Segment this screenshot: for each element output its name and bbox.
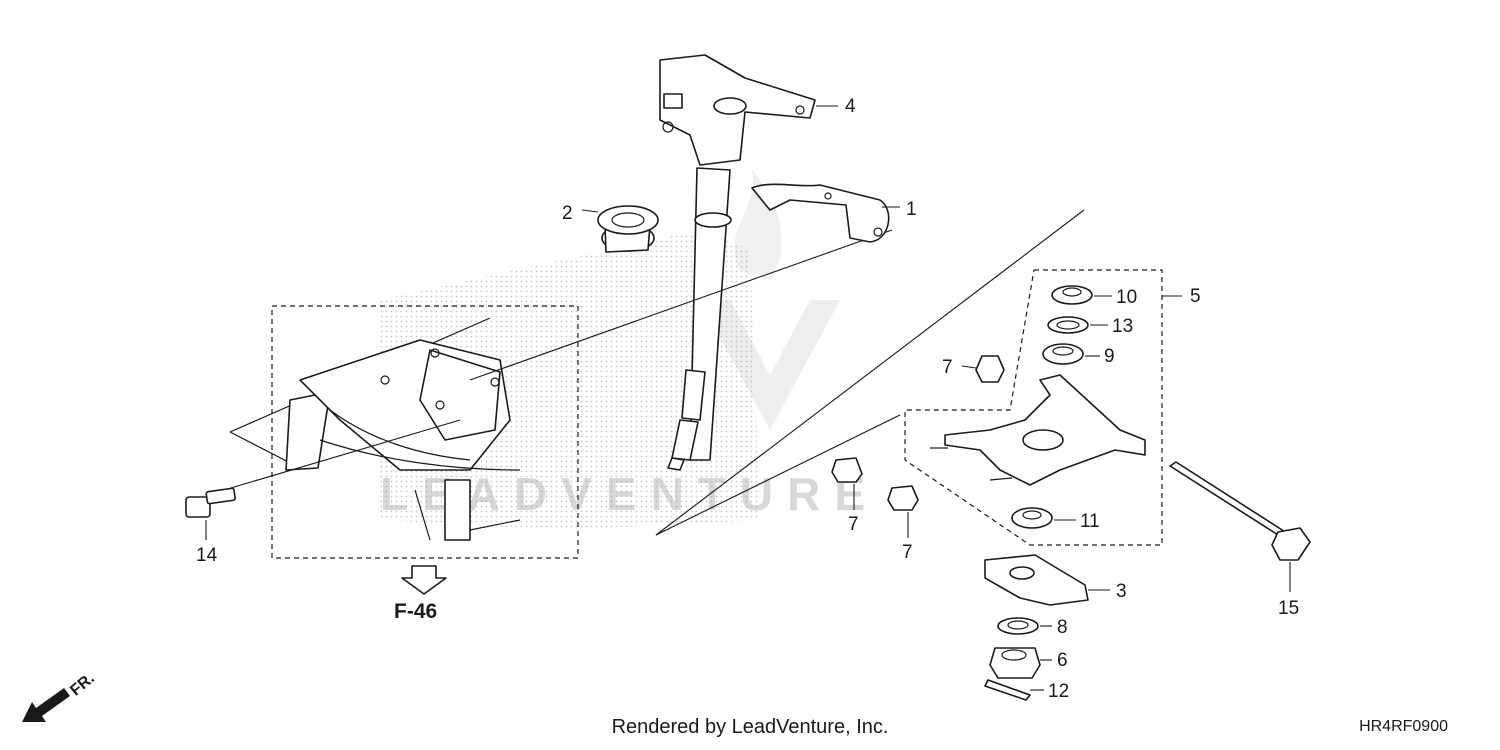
part-2-seal [597,205,659,253]
callout-9: 9 [1104,346,1115,367]
callout-6: 6 [1057,650,1068,671]
callout-5: 5 [1190,286,1201,307]
reference-label-f46[interactable]: F-46 [394,600,438,623]
part-11-seal [1011,507,1053,529]
part-7-nut-mid [831,457,863,510]
part-9-bearing [1042,343,1084,365]
part-15-long-bolt [1169,461,1311,592]
callout-7b: 7 [848,514,859,535]
part-4-steering-shaft [469,54,893,471]
callout-7c: 7 [902,542,913,563]
callout-2: 2 [562,203,573,224]
callout-12: 12 [1048,681,1069,702]
part-14-bolt [185,419,461,540]
part-7-nut-top [975,355,1005,383]
part-13-washer [1047,316,1089,334]
front-arrow-icon [22,688,70,722]
callout-11: 11 [1080,511,1100,532]
part-5-bracket-group [904,269,1163,546]
reference-arrow [401,565,447,595]
callout-10: 10 [1116,287,1137,308]
callout-3: 3 [1116,581,1127,602]
callout-4: 4 [845,96,856,117]
part-10-bearing [1051,285,1093,305]
leader-lines [581,105,1182,691]
part-3-holder [984,554,1089,606]
callout-1: 1 [906,199,917,220]
part-12-cotter-pin [984,679,1031,701]
callout-15: 15 [1278,598,1299,619]
part-8-washer [997,617,1039,635]
part-6-nut [989,647,1041,679]
part-7-nut-low [887,485,919,538]
callout-7a: 7 [942,357,953,378]
footer-credit: Rendered by LeadVenture, Inc. [611,716,889,738]
part-1-clamp [751,183,890,243]
frame-section [229,305,579,559]
knuckle-arm [930,374,1146,486]
callout-8: 8 [1057,617,1068,638]
diagram-code: HR4RF0900 [1359,718,1448,735]
callout-13: 13 [1112,316,1133,337]
callout-14: 14 [196,545,218,566]
